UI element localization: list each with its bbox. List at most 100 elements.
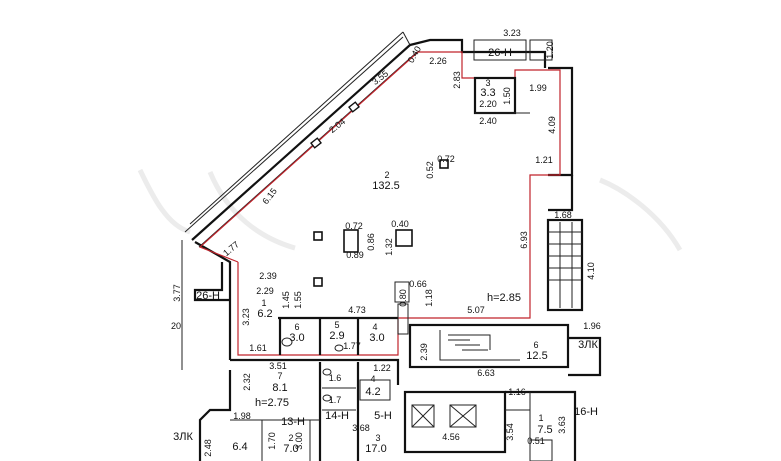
label-m-81: 8.1 [272,382,287,394]
premises-boundary [198,51,561,356]
label-m-226: 2.26 [429,56,447,66]
label-m-6a: 6 [294,322,299,332]
label-m-26n-left: 26-Н [196,290,220,302]
label-m-229: 2.29 [256,286,274,296]
label-m-14n: 14-Н [325,410,349,422]
label-m-456: 4.56 [442,432,460,442]
label-m-072b: 0.72 [345,221,363,231]
label-m-377: 3.77 [172,284,182,302]
label-m-283: 2.83 [452,71,462,89]
elevator-shafts [403,390,507,454]
label-m-118: 1.18 [424,289,434,307]
label-m-7: 7 [277,371,282,381]
label-m-29: 2.9 [329,330,344,342]
label-m-196: 1.96 [583,321,601,331]
label-m-6b: 6 [533,340,538,350]
columns [310,101,449,287]
label-m-239: 2.39 [259,271,277,281]
label-m-693: 6.93 [519,231,529,249]
label-m-33: 3.3 [480,87,495,99]
label-m-089: 0.89 [346,250,364,260]
room-6-stair [408,323,602,377]
label-m-75: 7.5 [537,424,552,436]
label-m-121: 1.21 [535,155,553,165]
label-m-3: 3 [485,78,490,88]
label-m-64: 6.4 [232,441,247,453]
label-m-5a: 5 [334,320,339,330]
label-m-30a: 3.0 [289,332,304,344]
label-m-199: 1.99 [529,83,547,93]
label-m-177: 1.77 [221,239,241,258]
label-m-13n: 13-Н [281,416,305,428]
label-m-161: 1.61 [249,343,267,353]
label-m-507: 5.07 [467,305,485,315]
label-m-150: 1.50 [502,87,512,105]
label-m-h285: h=2.85 [487,292,521,304]
label-m-17: 1.7 [329,395,342,405]
label-m-300: 3.00 [294,432,304,450]
label-m-62: 6.2 [257,308,272,320]
label-m-473: 4.73 [348,305,366,315]
label-m-239b: 2.39 [419,343,429,361]
label-m-26n-top: 26-Н [488,47,512,59]
label-m-42: 4.2 [365,386,380,398]
label-m-663: 6.63 [477,368,495,378]
lower-block [198,358,400,461]
label-m-355: 3.55 [370,68,390,87]
label-m-170b: 17.0 [365,443,386,455]
label-m-086: 0.86 [366,233,376,251]
label-m-5n: 5-Н [374,410,392,422]
label-m-248: 2.48 [203,439,213,457]
label-m-20: 20 [171,321,181,331]
label-m-30b: 3.0 [369,332,384,344]
label-m-363: 3.63 [557,416,567,434]
label-m-066: 0.66 [409,279,427,289]
label-m-2b: 2 [288,433,293,443]
label-m-170: 1.70 [267,432,277,450]
label-m-4a: 4 [372,322,377,332]
label-m-080: 0.80 [398,289,408,307]
label-m-155: 1.55 [293,291,303,309]
label-m-354: 3.54 [505,423,515,441]
label-m-3b: 3 [375,433,380,443]
label-m-409: 4.09 [547,116,557,134]
room-3-walls [473,76,530,115]
label-m-16n: 16-Н [574,406,598,418]
label-m-323-left: 3.23 [241,308,251,326]
label-m-1325: 132.5 [372,180,400,192]
label-m-351: 3.51 [269,361,287,371]
staircase-right [546,218,584,312]
label-m-368: 3.68 [352,423,370,433]
label-m-232: 2.32 [242,373,252,391]
label-m-204: 2.04 [327,116,347,135]
label-m-323-top: 3.23 [503,28,521,38]
label-m-h275: h=2.75 [255,397,289,409]
label-m-410: 4.10 [586,262,596,280]
label-m-240: 2.40 [479,116,497,126]
label-m-70: 7.0 [283,443,298,455]
label-m-120: 1.20 [545,41,555,59]
label-m-4b: 4 [370,374,375,384]
label-m-052: 0.52 [425,161,435,179]
label-m-145: 1.45 [281,291,291,309]
right-lower-rooms [505,390,577,461]
label-m-125: 12.5 [526,350,547,362]
lower-rooms [278,281,410,355]
label-m-2: 2 [384,170,389,180]
label-m-051: 0.51 [527,436,545,446]
label-m-16: 1.6 [329,373,342,383]
label-m-168: 1.68 [554,210,572,220]
label-m-040b: 0.40 [391,219,409,229]
watermark-graphic [137,168,683,252]
label-m-198: 1.98 [233,411,251,421]
label-m-3lk-right: 3ЛК [578,339,598,351]
label-m-122: 1.22 [373,363,391,373]
label-m-3lk-left: 3ЛК [173,431,193,443]
label-m-072a: 0.72 [437,154,455,164]
label-m-177b: 1.77 [343,341,361,351]
label-m-220: 2.20 [479,99,497,109]
label-m-132: 1.32 [384,238,394,256]
label-m-116: 1.16 [508,387,526,397]
